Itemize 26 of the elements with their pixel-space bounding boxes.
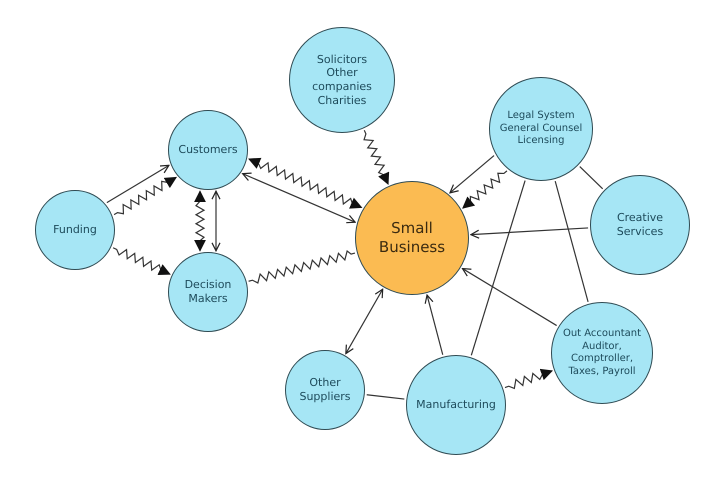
arrow: [424, 294, 444, 355]
arrow: [470, 227, 588, 239]
node-label: Funding: [52, 223, 98, 237]
zigzag-connector: [194, 190, 206, 252]
arrow: [462, 268, 557, 326]
node-label: Other Suppliers: [298, 376, 352, 404]
zigzag-connector: [114, 176, 177, 216]
node-label: Decision Makers: [184, 278, 232, 306]
node-label: Out Accountant Auditor, Comptroller, Taxes, Payroll: [562, 328, 642, 378]
node-label: Solicitors Other companies Charities: [311, 52, 373, 108]
node-label: Customers: [177, 143, 239, 157]
arrow: [449, 155, 494, 194]
arrow: [242, 172, 356, 224]
zigzag-connector: [363, 130, 390, 185]
zigzag-connector: [248, 250, 356, 284]
node-label: Creative Services: [616, 211, 664, 239]
node-label: Small Business: [378, 219, 446, 257]
zigzag-connector: [504, 368, 554, 390]
node-label: Manufacturing: [415, 398, 497, 412]
arrow: [106, 164, 170, 204]
arrow: [211, 190, 221, 252]
zigzag-connector: [462, 170, 508, 209]
zigzag-connector: [248, 158, 362, 209]
arrow: [345, 288, 384, 354]
zigzag-connector: [112, 247, 171, 276]
node-label: Legal System General Counsel Licensing: [498, 110, 584, 148]
